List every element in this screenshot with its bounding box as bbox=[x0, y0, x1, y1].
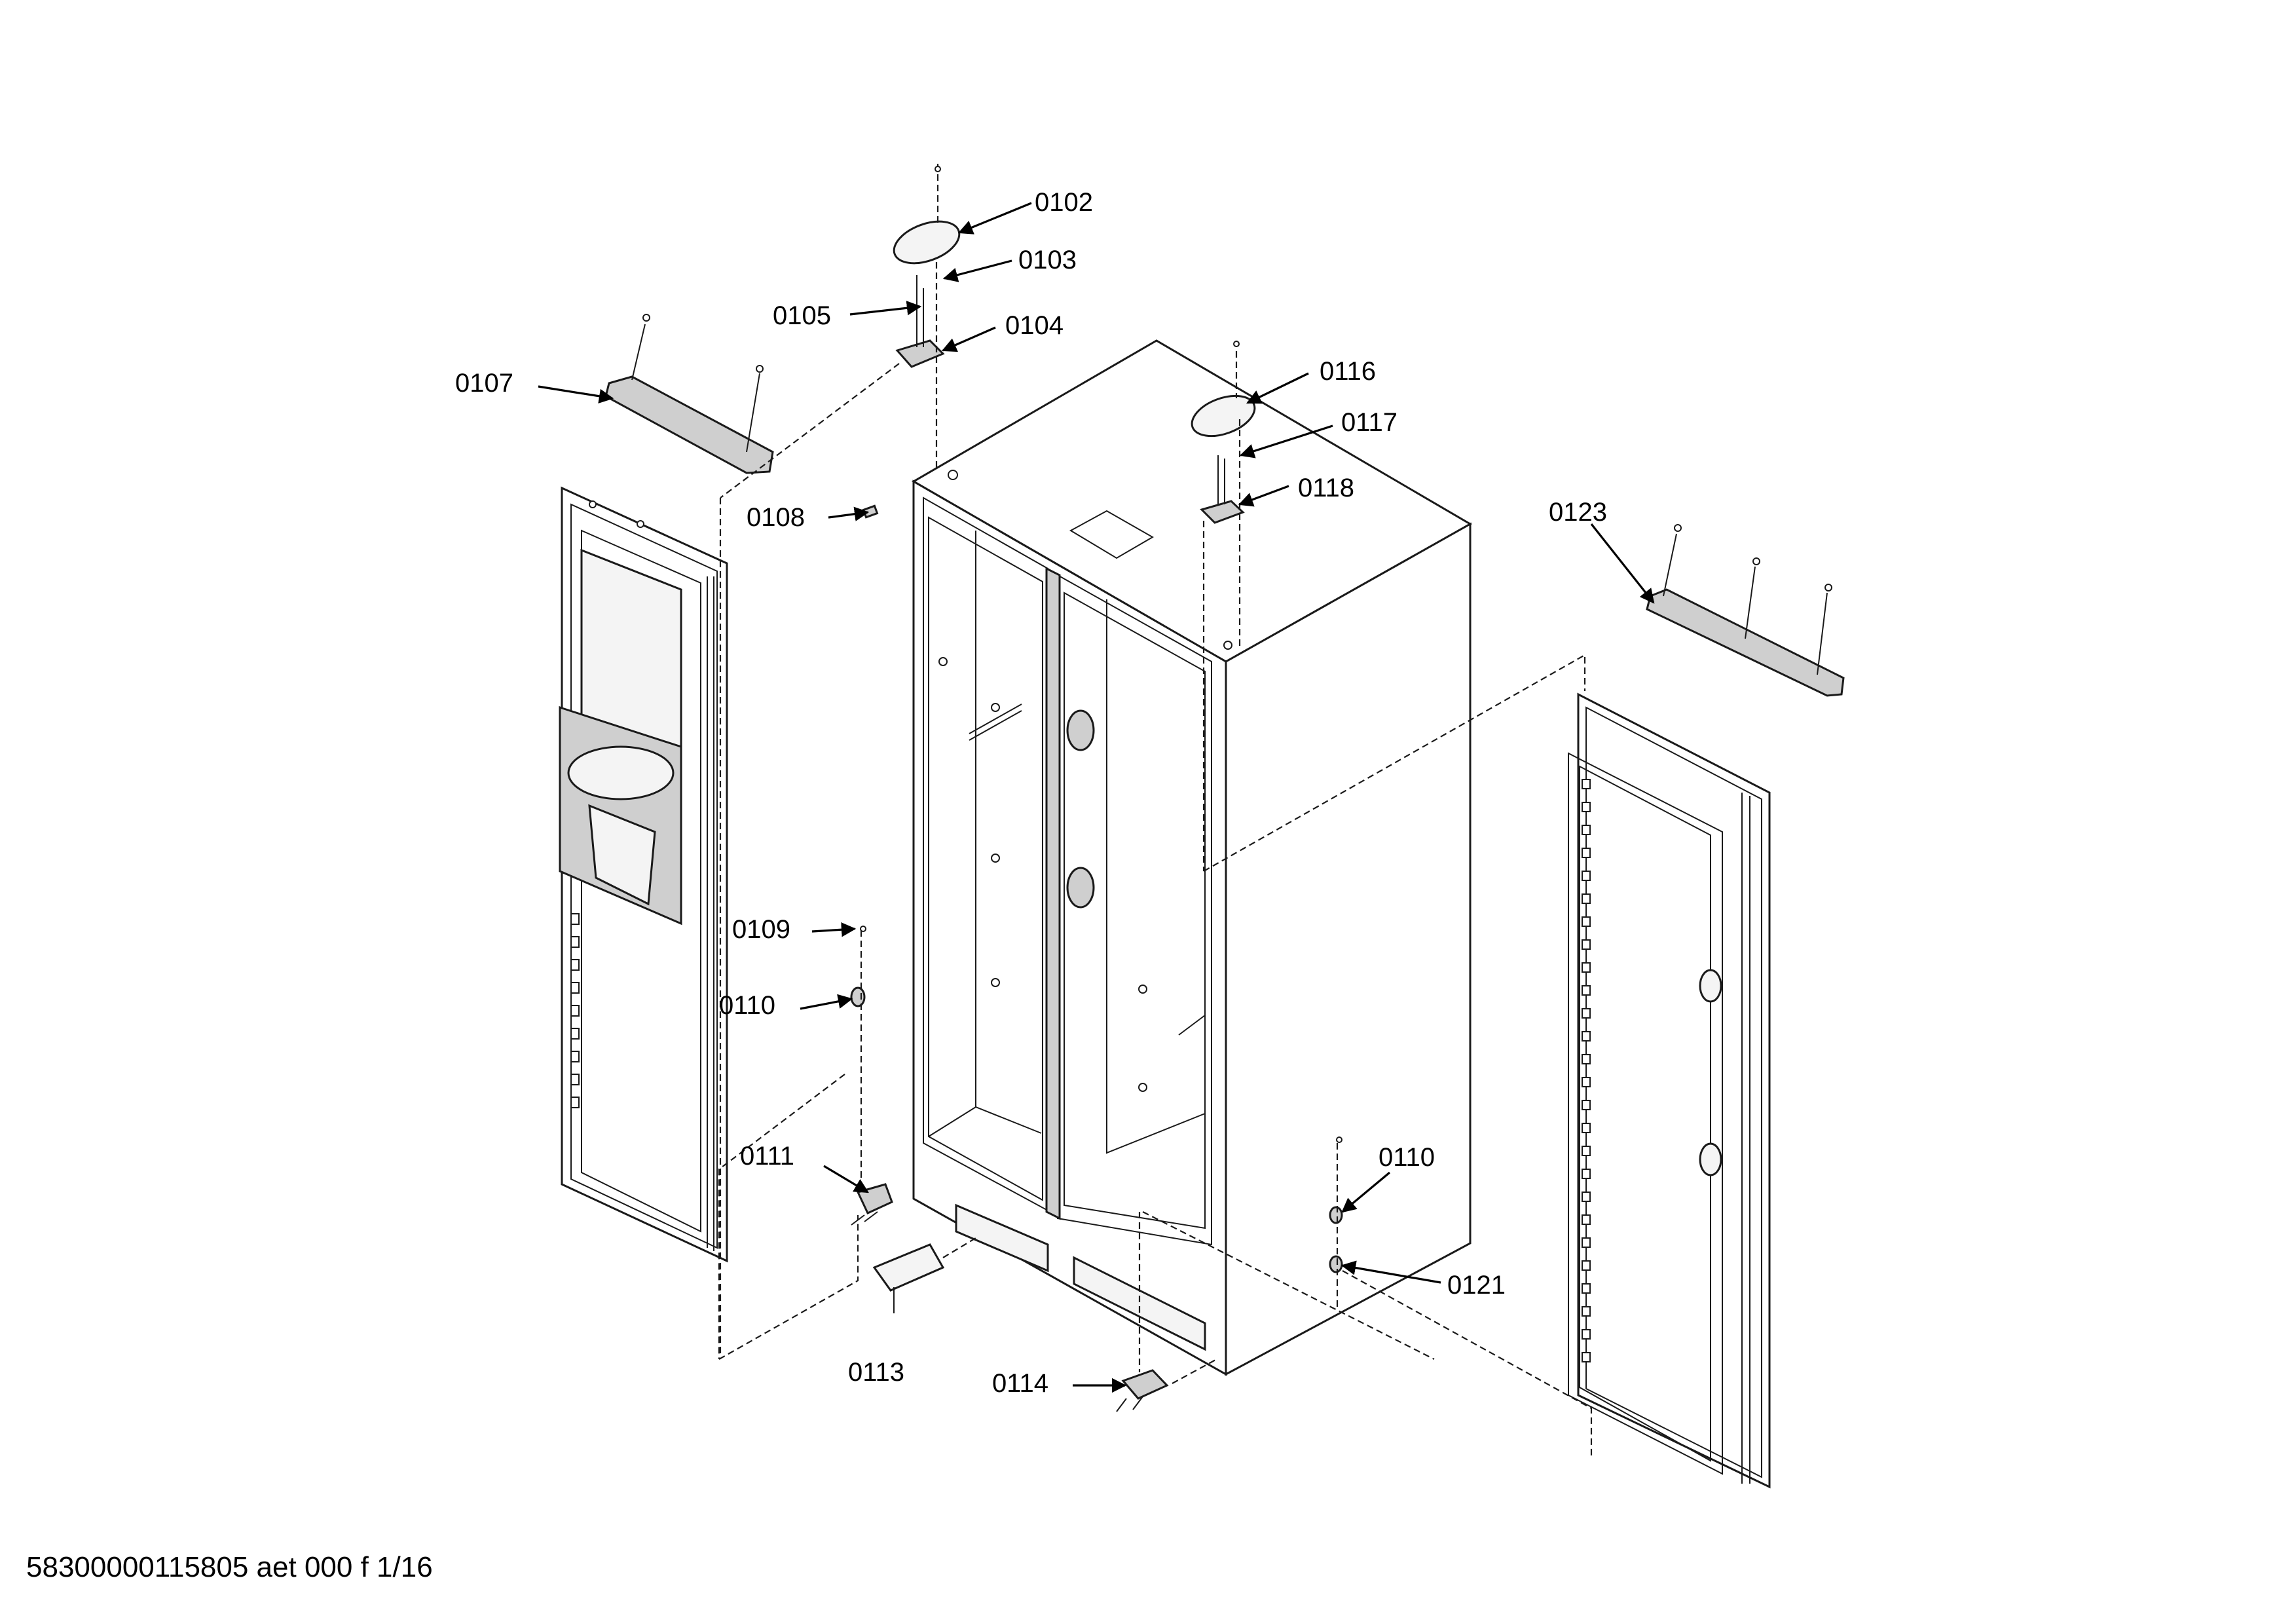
label-0117: 0117 bbox=[1341, 408, 1398, 437]
part-0102-hinge-cover bbox=[893, 164, 961, 265]
part-0110-hinge-pin-right bbox=[1329, 1136, 1593, 1457]
part-0110-hinge-pin-left bbox=[850, 926, 866, 1192]
label-0121: 0121 bbox=[1447, 1271, 1506, 1300]
drawing-reference-code: 58300000115805 aet 000 f 1/16 bbox=[26, 1551, 433, 1583]
label-0118: 0118 bbox=[1298, 474, 1354, 502]
label-0110-left: 0110 bbox=[719, 991, 775, 1020]
leader-arrows bbox=[538, 202, 1655, 1393]
part-0113-cover-plate bbox=[872, 1237, 976, 1313]
door-bin-holes bbox=[570, 913, 580, 1108]
label-0102: 0102 bbox=[1035, 188, 1093, 217]
label-0103: 0103 bbox=[1018, 246, 1077, 274]
label-0105: 0105 bbox=[773, 301, 831, 330]
label-0104: 0104 bbox=[1005, 311, 1064, 340]
label-0107: 0107 bbox=[455, 369, 513, 398]
part-0111-lower-hinge bbox=[718, 1074, 893, 1360]
callout-labels: 0102 0103 0105 0104 0107 0108 0109 0110 … bbox=[455, 188, 1607, 1398]
part-0123-top-trim bbox=[1646, 524, 1845, 697]
refrigerator-cabinet bbox=[912, 339, 1473, 1376]
label-0109: 0109 bbox=[732, 915, 790, 944]
part-0107-top-trim bbox=[604, 314, 774, 474]
part-0116-hinge-cover bbox=[1191, 341, 1256, 438]
label-0111: 0111 bbox=[740, 1142, 794, 1171]
right-door-guide-line bbox=[1203, 654, 1586, 872]
part-0114-lower-hinge bbox=[1116, 1211, 1435, 1412]
label-0108: 0108 bbox=[747, 503, 805, 532]
part-0104-top-hinge bbox=[720, 262, 945, 498]
left-freezer-door bbox=[559, 486, 728, 1263]
label-0113: 0113 bbox=[848, 1358, 904, 1387]
right-fresh-food-door bbox=[1568, 692, 1771, 1489]
part-0118-top-hinge bbox=[1200, 419, 1245, 871]
door-shelf-holes bbox=[1582, 779, 1591, 1362]
label-0116: 0116 bbox=[1320, 357, 1376, 386]
label-0114: 0114 bbox=[992, 1369, 1048, 1398]
label-0123: 0123 bbox=[1549, 498, 1607, 527]
label-0110-right: 0110 bbox=[1379, 1143, 1435, 1172]
